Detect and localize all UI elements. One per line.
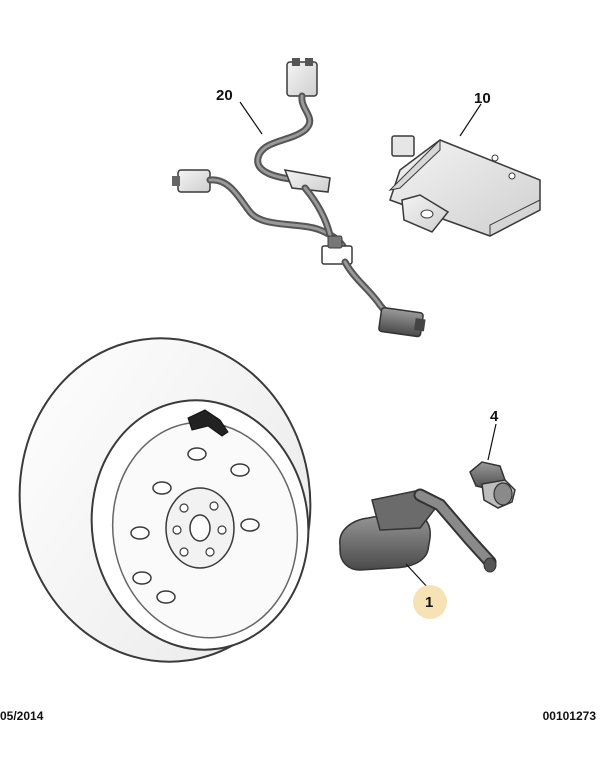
footer-reference: 00101273 [542,709,596,723]
wiring-harness [172,58,426,338]
callout-4: 4 [490,408,499,425]
footer-date: 05/2014 [0,709,44,723]
part-1-highlight [413,585,447,619]
callout-20: 20 [216,87,233,104]
leader-10 [459,103,482,137]
valve-nut [469,461,516,509]
wheel-assembly [18,337,312,663]
callout-1: 1 [425,594,433,611]
control-module [388,135,541,237]
tpms-sensor [339,488,497,573]
leader-20 [239,101,263,135]
callout-10: 10 [474,90,491,107]
leader-4 [487,423,497,461]
